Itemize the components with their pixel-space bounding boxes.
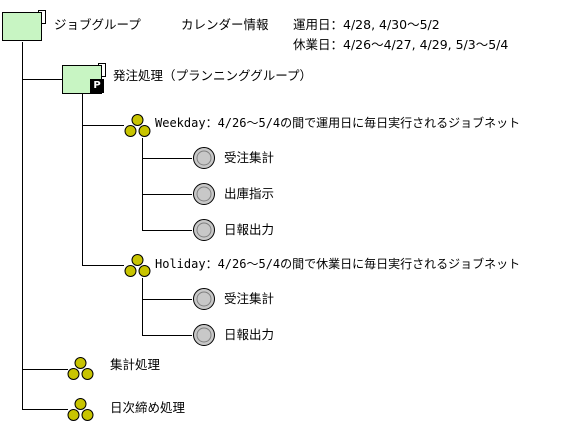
job-group-folder-icon[interactable]: [2, 10, 46, 42]
jobnet-holiday-label[interactable]: Holiday：4/26～5/4の間で休業日に毎日実行されるジョブネット: [155, 257, 521, 271]
job-icon[interactable]: [192, 146, 216, 170]
jobnet-aggregation-icon[interactable]: [66, 356, 96, 382]
job-icon[interactable]: [192, 323, 216, 347]
jobnet-weekday-label[interactable]: Weekday：4/26～5/4の間で運用日に毎日実行されるジョブネット: [155, 116, 521, 130]
job-icon[interactable]: [192, 218, 216, 242]
operating-days-text: 運用日：4/28, 4/30～5/2: [293, 17, 440, 32]
jobnet-holiday-icon[interactable]: [123, 253, 153, 279]
job-label[interactable]: 受注集計: [224, 291, 275, 306]
job-label[interactable]: 受注集計: [224, 150, 275, 165]
planning-group-folder-icon[interactable]: P: [62, 63, 106, 95]
job-icon[interactable]: [192, 182, 216, 206]
job-icon[interactable]: [192, 287, 216, 311]
holidays-text: 休業日：4/26～4/27, 4/29, 5/3～5/4: [293, 37, 509, 52]
job-label[interactable]: 出庫指示: [224, 186, 275, 201]
jobnet-daily-close-icon[interactable]: [66, 397, 96, 423]
calendar-info-title: カレンダー情報: [181, 17, 269, 32]
root-group-label[interactable]: ジョブグループ: [54, 17, 141, 32]
jobnet-weekday-icon[interactable]: [123, 113, 153, 139]
job-label[interactable]: 日報出力: [224, 222, 275, 237]
planning-badge-icon: P: [90, 79, 104, 93]
jobnet-aggregation-label[interactable]: 集計処理: [110, 357, 161, 372]
jobnet-daily-close-label[interactable]: 日次締め処理: [110, 400, 186, 415]
job-label[interactable]: 日報出力: [224, 327, 275, 342]
planning-group-label[interactable]: 発注処理（プランニンググループ）: [113, 68, 313, 83]
